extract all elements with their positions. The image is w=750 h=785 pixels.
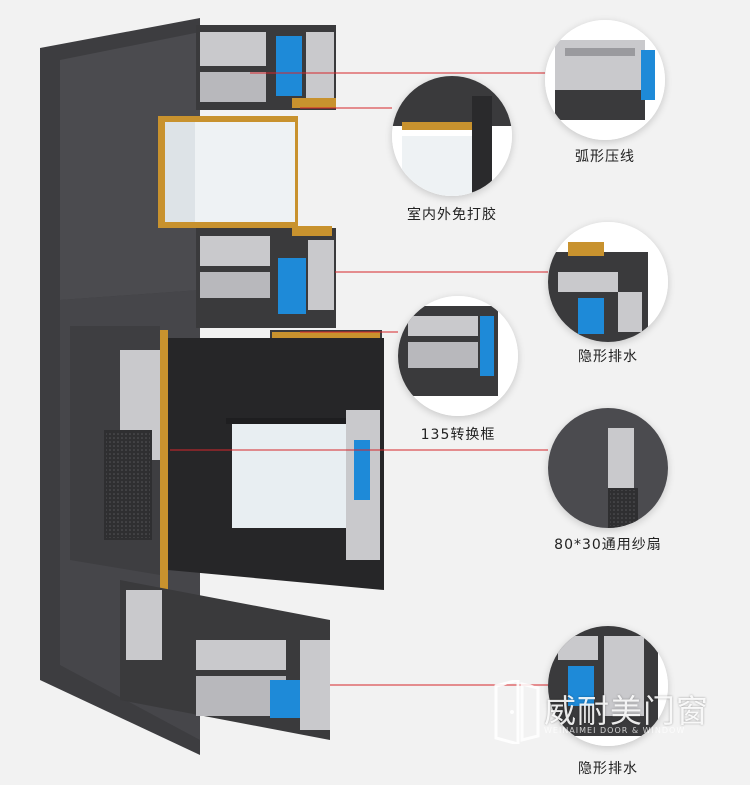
top-profile-blue	[276, 36, 302, 96]
screen-mesh-pattern	[106, 432, 150, 538]
bottom-left-alu	[126, 590, 162, 660]
lower-glass-frame	[226, 418, 364, 424]
sash-gold-edge	[160, 330, 168, 592]
label-hidden-drainage-1: 隐形排水	[578, 349, 638, 365]
label-transfer-frame: 135转换框	[420, 427, 496, 443]
upper-glass-shade	[165, 122, 195, 222]
mid-gasket	[292, 226, 332, 236]
watermark-text: 威耐美门窗	[544, 692, 710, 730]
watermark-subtext: WEINAIMEI DOOR & WINDOW	[544, 726, 686, 735]
frame-face	[60, 32, 200, 300]
detail-drainage-1-icon	[548, 222, 668, 342]
mid-profile-alu-1	[200, 236, 270, 266]
callout-transfer-frame	[398, 296, 518, 416]
mid-profile-alu-2	[200, 272, 270, 298]
bottom-alu-3	[300, 640, 330, 730]
callout-hidden-drainage-1	[548, 222, 668, 342]
detail-transfer-frame-icon	[398, 296, 518, 416]
top-profile-alu-2	[200, 72, 266, 102]
label-screen-sash: 80*30通用纱扇	[554, 537, 662, 553]
top-gasket	[292, 98, 336, 108]
callout-hidden-drainage-2	[548, 626, 668, 746]
label-hidden-drainage-2: 隐形排水	[578, 761, 638, 777]
detail-drainage-2-icon	[548, 626, 668, 746]
label-glue-free: 室内外免打胶	[407, 207, 497, 223]
sash-right-blue	[354, 440, 370, 500]
callout-glue-free	[392, 76, 512, 196]
callout-arc-bead	[545, 20, 665, 140]
callout-screen-sash	[548, 408, 668, 528]
detail-screen-sash-icon	[548, 408, 668, 528]
mid-profile-alu-3	[308, 240, 334, 310]
detail-arc-bead-icon	[545, 20, 665, 140]
mid-profile-blue	[278, 258, 306, 314]
lower-glass	[232, 424, 358, 528]
label-arc-bead: 弧形压线	[575, 149, 635, 165]
top-profile-alu-1	[200, 32, 266, 66]
brand-watermark: 威耐美门窗 WEINAIMEI DOOR & WINDOW	[488, 676, 738, 748]
bottom-alu-1	[196, 640, 286, 670]
detail-glue-free-icon	[392, 76, 512, 196]
transfer-frame-gold	[272, 332, 380, 338]
top-profile-alu-3	[306, 32, 334, 98]
door-logo-icon	[494, 680, 540, 744]
bottom-blue	[270, 680, 304, 718]
